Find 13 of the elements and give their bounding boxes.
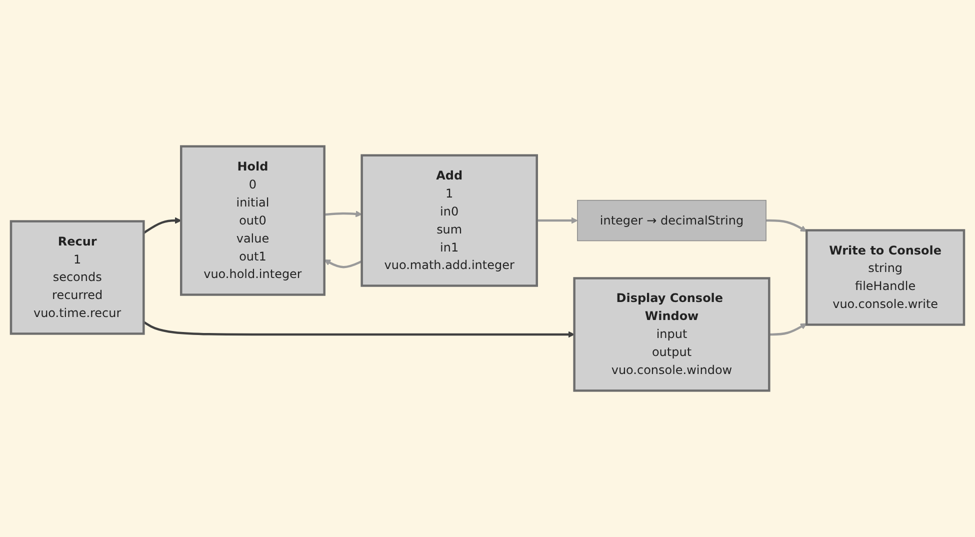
node-box: Recur 1 seconds recurred vuo.time.recur	[10, 220, 145, 335]
node-box: Add 1 in0 sum in1 vuo.math.add.integer	[360, 154, 538, 287]
arrow	[143, 320, 575, 338]
arrow	[766, 219, 807, 232]
node-box: Hold 0 initial out0 value out1 vuo.hold.integer	[180, 145, 326, 296]
node-box: Write to Console string fileHandle vuo.console.write	[806, 229, 966, 326]
node-box: Display Console Window input output vuo.console.window	[573, 277, 770, 392]
node-box: integer → decimalString	[577, 200, 766, 242]
arrow	[769, 323, 807, 336]
arrow	[324, 210, 362, 218]
arrow	[324, 259, 362, 268]
arrow	[143, 217, 182, 234]
arrow	[536, 217, 578, 224]
